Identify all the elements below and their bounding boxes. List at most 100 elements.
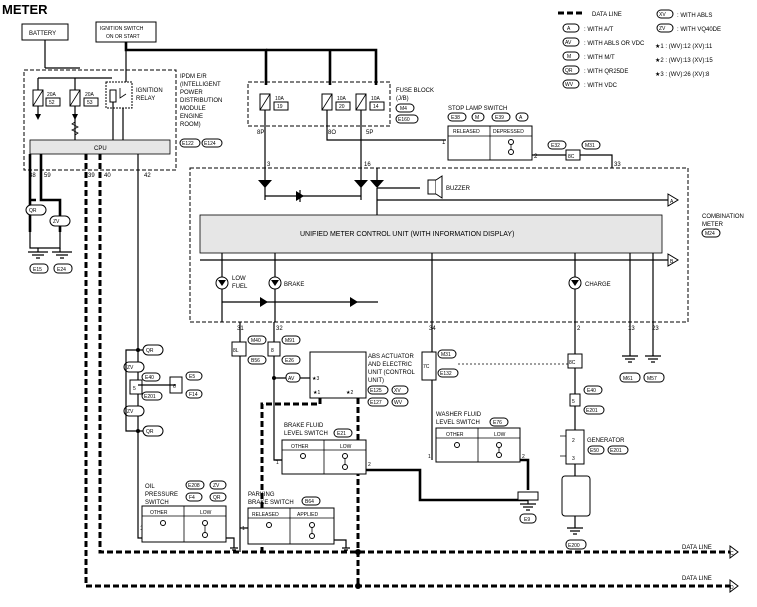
oil-zv-code-icon xyxy=(209,480,227,490)
generator-body-icon xyxy=(561,475,591,517)
ipdm-fuse-53-box xyxy=(83,97,99,107)
conn-m91-label: M91 xyxy=(285,338,295,344)
oil-f14: F14 xyxy=(189,392,198,398)
ground-m57-icon xyxy=(645,322,661,363)
oil-conn-5: 5 xyxy=(133,386,136,392)
fuse-block-e160: E160 xyxy=(398,117,410,123)
fuse-14-amp: 10A xyxy=(371,96,381,102)
ipdm-label-5: MODULE xyxy=(180,106,206,112)
washer-fluid-pin-1: 1 xyxy=(428,454,431,460)
legend-code-zv: ZV xyxy=(659,26,666,32)
parking-brake-b64-icon xyxy=(301,496,321,506)
oil-e40-icon xyxy=(141,372,161,382)
abs-xv-icon xyxy=(391,385,409,395)
oil-zv-code: ZV xyxy=(213,483,220,489)
legend-text-xv: : WITH ABLS xyxy=(677,13,712,19)
arrow-d-label: D xyxy=(730,585,734,591)
ipdm-resistor-icon xyxy=(71,121,79,136)
abs-e127-icon xyxy=(367,397,389,407)
conn-8l-box xyxy=(231,341,247,357)
low-fuel-lamp-diode-icon xyxy=(218,280,226,286)
oil-pressure-label-3: SWITCH xyxy=(145,500,169,506)
conn-8c-mid-label: 8C xyxy=(569,360,576,366)
qr-left-icon xyxy=(25,204,47,216)
combination-meter-label-1: COMBINATION xyxy=(702,214,744,220)
washer-fluid-e76-icon xyxy=(489,417,509,427)
conn-7c-label: 7C xyxy=(423,364,430,370)
ipdm-fuse-53 xyxy=(69,89,81,107)
legend-code-qr: QR xyxy=(565,68,573,74)
legend-code-a: A xyxy=(567,26,571,32)
washer-fluid-e76: E76 xyxy=(493,420,502,426)
legend-text-a: : WITH A/T xyxy=(584,27,614,33)
ground-m57-label: M57 xyxy=(647,376,657,382)
legend-code-av: AV xyxy=(565,40,572,46)
ground-m57-conn-icon xyxy=(643,372,665,383)
ground-m61-label: M61 xyxy=(623,376,633,382)
stop-lamp-m-icon xyxy=(471,112,485,122)
generator-e50-icon xyxy=(587,445,605,455)
stop-lamp-a-icon xyxy=(515,112,529,122)
legend-note-2: ★2 : (WV):13 (XV):15 xyxy=(655,57,713,64)
meter-conn-m31-icon xyxy=(581,140,601,150)
ipdm-label-2: (INTELLIGENT xyxy=(180,82,221,88)
charge-lamp-label: CHARGE xyxy=(585,282,611,288)
ipdm-label-7: ROOM) xyxy=(180,122,201,128)
oil-conn-6: 6 xyxy=(173,384,176,390)
ground-e9-conn-icon xyxy=(519,513,537,524)
fuse-block-pin-8p: 8P xyxy=(257,130,264,136)
abs-e125-icon xyxy=(367,385,389,395)
meter-conn-m31: M31 xyxy=(585,143,595,149)
conn-8l-label: 8L xyxy=(233,348,239,354)
stop-lamp-to-meter-wire xyxy=(580,154,613,168)
meter-a-line xyxy=(376,188,668,215)
oil-e208-icon xyxy=(185,480,205,490)
conn-e132-icon xyxy=(437,368,459,378)
fuse-block-label-2: (J/B) xyxy=(396,96,409,102)
meter-conn-e32-icon xyxy=(547,140,567,150)
washer-fluid-label-1: WASHER FLUID xyxy=(436,412,482,418)
battery-wire xyxy=(44,40,80,69)
legend-code-xv-icon xyxy=(656,9,674,19)
ground-e15-icon xyxy=(28,251,48,259)
ignition-relay-wires xyxy=(112,102,124,140)
combination-meter-m24: M24 xyxy=(705,231,715,237)
legend-data-line: DATA LINE xyxy=(592,12,622,18)
ipdm-diode-2-icon xyxy=(72,114,78,120)
abs-xv: XV xyxy=(394,388,401,394)
zv-left-label: ZV xyxy=(53,219,60,225)
stop-lamp-col-released: RELEASED xyxy=(453,129,480,135)
arrow-d-icon xyxy=(729,579,739,593)
ground-e15-conn-icon xyxy=(29,263,49,274)
ipdm-fuse-52-box xyxy=(45,97,61,107)
meter-pin-23: 23 xyxy=(652,326,659,332)
washer-fluid-col-low: LOW xyxy=(494,432,506,438)
washer-fluid-to-ground xyxy=(520,458,530,490)
stop-lamp-a: A xyxy=(519,115,523,121)
oil-pressure-label-2: PRESSURE xyxy=(145,492,178,498)
ignition-switch-label-2: ON OR START xyxy=(106,34,140,40)
legend-code-wv-icon xyxy=(562,79,580,89)
meter-pin-32: 32 xyxy=(276,326,283,332)
legend-code-xv: XV xyxy=(659,12,666,18)
abs-star-1: ★1 xyxy=(313,390,320,396)
arrow-b-label: B xyxy=(670,259,674,265)
ipdm-pin-38: 38 xyxy=(29,173,36,179)
ipdm-cpu-label: CPU xyxy=(94,146,107,152)
oil-e40: E40 xyxy=(145,375,154,381)
parking-brake-contact-1-icon xyxy=(266,522,272,528)
oil-zv-top: ZV xyxy=(127,365,134,371)
stop-lamp-label: STOP LAMP SWITCH xyxy=(448,106,507,112)
ground-junction-left xyxy=(29,232,61,249)
ipdm-pin-42: 42 xyxy=(144,173,151,179)
generator-e50: E50 xyxy=(590,448,599,454)
conn-b56-label: B56 xyxy=(251,358,260,364)
meter-input-arrow-3-icon xyxy=(258,180,272,188)
fuse-19-amp: 10A xyxy=(275,96,285,102)
conn-8-label: 8 xyxy=(271,348,274,354)
data-line-label-upper: DATA LINE xyxy=(682,545,712,551)
conn-5-mid-box xyxy=(569,393,581,407)
oil-f4-icon xyxy=(185,492,203,502)
stop-lamp-e39-icon xyxy=(491,112,511,122)
